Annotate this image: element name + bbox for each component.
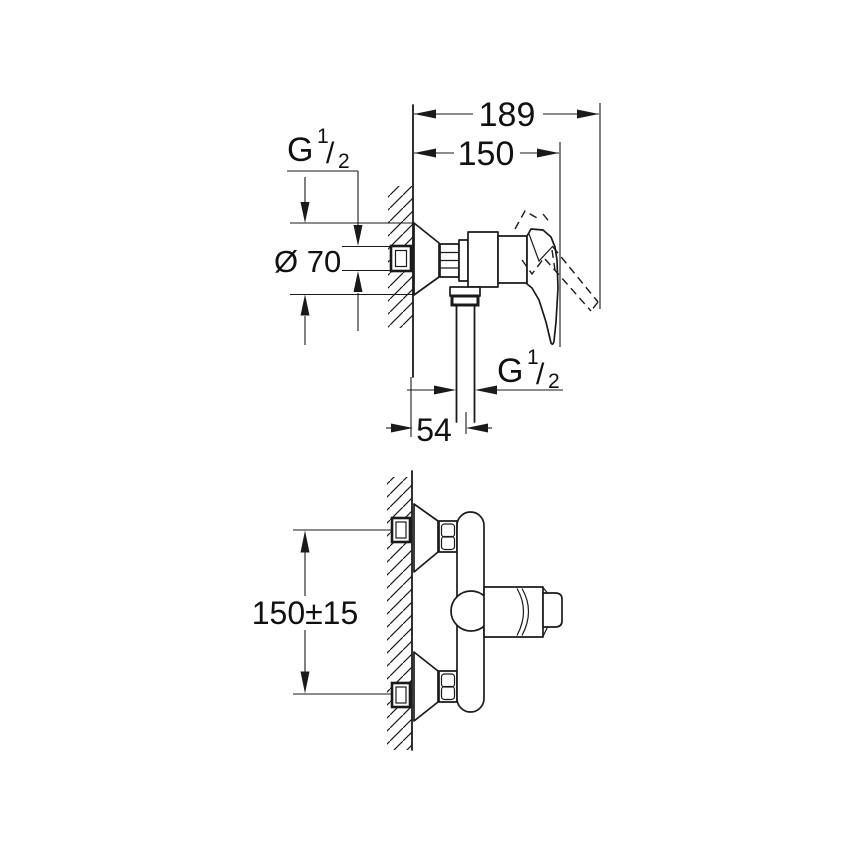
- dimension-wall-to-lever: 150: [414, 135, 561, 347]
- inlet-connection-top: [390, 503, 458, 573]
- dim-overall-depth: 189: [479, 96, 536, 134]
- lever-end-cap: [542, 592, 563, 628]
- label-outlet-thread: G 1 / 2: [407, 346, 563, 395]
- arrowhead-down: [300, 202, 310, 223]
- mixer-body-side: [458, 231, 528, 288]
- inlet-thread-denominator: 2: [338, 150, 350, 173]
- arrowhead-right: [577, 109, 599, 119]
- escutcheon-cone-bottom: [413, 651, 439, 722]
- lever-grip-plan: [483, 586, 544, 638]
- connection-square-outer: [389, 244, 413, 273]
- body-block-cartridge: [497, 235, 528, 284]
- arrowhead-left: [466, 423, 488, 433]
- mounting-nut-side: [439, 243, 460, 278]
- lever-handle-side: [526, 228, 559, 345]
- dimension-inlet-spacing: 150±15: [252, 529, 391, 695]
- lever-dome-arc-2: [521, 588, 530, 636]
- arrowhead-left: [414, 148, 436, 158]
- arrowhead-up: [300, 530, 310, 553]
- dimension-wall-to-outlet: 54: [386, 412, 492, 448]
- outlet-pipe: [449, 286, 481, 423]
- dim-inlet-spacing: 150±15: [252, 595, 359, 631]
- side-view: 189 150 G 1 / 2: [274, 96, 601, 448]
- body-ring: [458, 239, 469, 282]
- inlet-thread-prefix: G: [287, 131, 313, 169]
- arrowhead-up: [300, 294, 310, 316]
- body-block-front: [467, 231, 499, 288]
- arrowhead-right: [391, 423, 413, 433]
- inlet-thread-numerator: 1: [317, 125, 329, 148]
- lever-handle-plan: [483, 586, 563, 638]
- dimension-overall-depth: 189: [414, 96, 601, 309]
- arrowhead-up: [353, 271, 363, 292]
- lever-cap-seam: [528, 233, 554, 263]
- arrowhead-left: [414, 109, 436, 119]
- plan-view: 150±15: [252, 470, 563, 751]
- lever-outline: [526, 228, 559, 345]
- supply-connection-square-side: [389, 244, 413, 273]
- arrowhead-left: [475, 385, 497, 395]
- arrowhead-right: [434, 385, 456, 395]
- arrowhead-right: [537, 148, 559, 158]
- lever-handle-open-position: [514, 210, 599, 312]
- connection-square-inner: [394, 249, 408, 268]
- label-inlet-thread: G 1 / 2: [287, 125, 391, 331]
- dim-wall-to-lever: 150: [458, 135, 515, 173]
- outlet-thread-numerator: 1: [527, 346, 539, 369]
- outlet-thread-prefix: G: [497, 352, 523, 390]
- outlet-thread-slash: /: [536, 358, 545, 391]
- escutcheon-cone-top: [413, 503, 439, 573]
- dim-escutcheon-diameter: Ø 70: [274, 244, 341, 279]
- arrowhead-down: [300, 671, 310, 694]
- inlet-thread-slash: /: [326, 137, 335, 170]
- arrowhead-down: [353, 225, 363, 246]
- dim-wall-to-outlet: 54: [416, 412, 452, 448]
- outlet-coupling-nut: [450, 294, 480, 307]
- escutcheon-cone-side: [413, 222, 440, 296]
- lever-dome-arc-1: [516, 588, 525, 636]
- inlet-connection-bottom: [390, 651, 458, 722]
- dimension-escutcheon-diameter: Ø 70: [274, 177, 413, 345]
- outlet-thread-denominator: 2: [548, 370, 560, 393]
